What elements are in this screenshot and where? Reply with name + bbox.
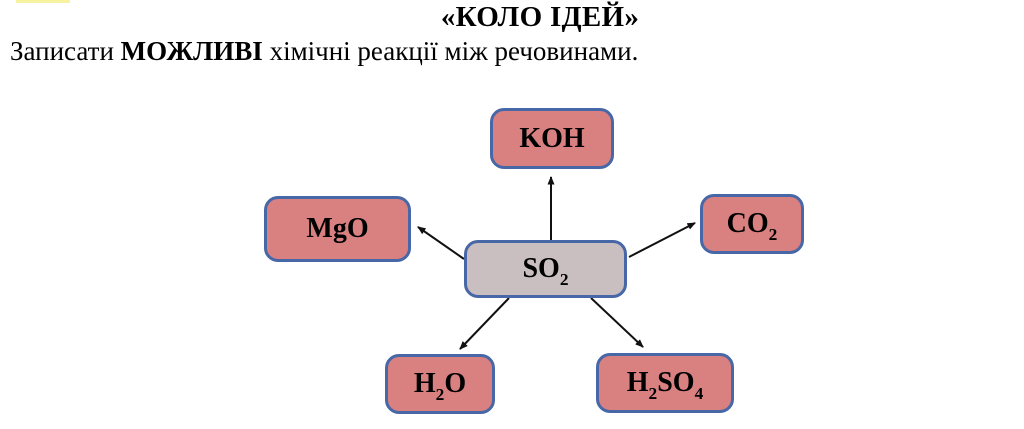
instruction-suffix: хімічні реакції між речовинами. bbox=[262, 36, 639, 66]
chem-formula-mgo: MgO bbox=[306, 215, 368, 243]
chem-part: H bbox=[413, 368, 436, 399]
arrow-so2-to-mgo bbox=[417, 226, 465, 260]
chem-subscript: 2 bbox=[559, 269, 569, 289]
node-so2-center: SO2 bbox=[464, 240, 627, 298]
chem-part: CO bbox=[726, 208, 769, 239]
chem-subscript: 2 bbox=[768, 224, 778, 244]
node-h2o: H2O bbox=[385, 354, 495, 414]
chem-formula-koh: KOH bbox=[519, 122, 585, 154]
chem-part: O bbox=[444, 368, 467, 399]
chem-formula-h2so4: H2SO4 bbox=[626, 367, 704, 402]
chem-formula-co2: CO2 bbox=[726, 208, 778, 243]
chem-subscript: 2 bbox=[648, 383, 658, 403]
node-h2so4: H2SO4 bbox=[596, 353, 734, 413]
chem-subscript: 4 bbox=[694, 383, 704, 403]
chem-formula-h2o: H2O bbox=[413, 368, 467, 403]
arrow-so2-to-h2so4 bbox=[590, 297, 644, 348]
arrow-so2-to-h2o bbox=[459, 297, 510, 350]
chem-subscript: 2 bbox=[435, 384, 445, 404]
instruction-text: Записати МОЖЛИВІ хімічні реакції між реч… bbox=[10, 36, 638, 67]
chem-part: H bbox=[626, 367, 649, 398]
instruction-prefix: Записати bbox=[10, 36, 121, 66]
instruction-emphasis: МОЖЛИВІ bbox=[120, 36, 263, 66]
node-co2: CO2 bbox=[700, 194, 804, 254]
arrow-so2-to-co2 bbox=[628, 222, 696, 258]
node-mgo: MgO bbox=[264, 196, 411, 262]
node-koh: KOH bbox=[490, 108, 614, 169]
chem-formula-so2: SO2 bbox=[522, 253, 568, 288]
chem-part: SO bbox=[522, 253, 560, 284]
page-title: «КОЛО ІДЕЙ» bbox=[440, 1, 640, 33]
chem-part: KOH bbox=[519, 122, 585, 154]
highlight-strip bbox=[16, 0, 70, 3]
chem-part: SO bbox=[657, 367, 695, 398]
chem-part: MgO bbox=[306, 213, 369, 244]
